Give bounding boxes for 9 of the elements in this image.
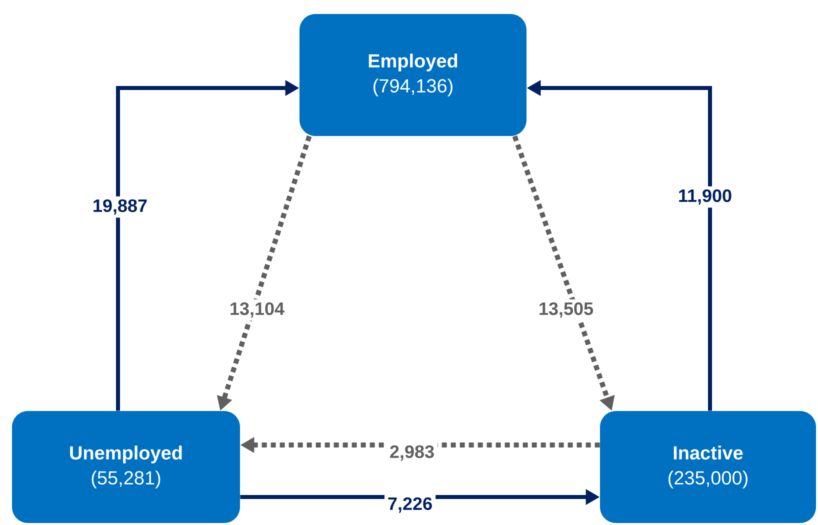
edge-label: 7,226 xyxy=(384,494,436,516)
edge-label: 19,887 xyxy=(89,196,151,218)
state-box: Unemployed (55,281) xyxy=(12,411,240,523)
state-box: Employed (794,136) xyxy=(300,14,526,136)
edge-label: 11,900 xyxy=(674,186,736,208)
state-box: Inactive (235,000) xyxy=(600,411,816,523)
edge-label: 2,983 xyxy=(386,442,438,464)
edge-label: 13,505 xyxy=(535,299,597,321)
edge-label: 13,104 xyxy=(226,299,288,321)
